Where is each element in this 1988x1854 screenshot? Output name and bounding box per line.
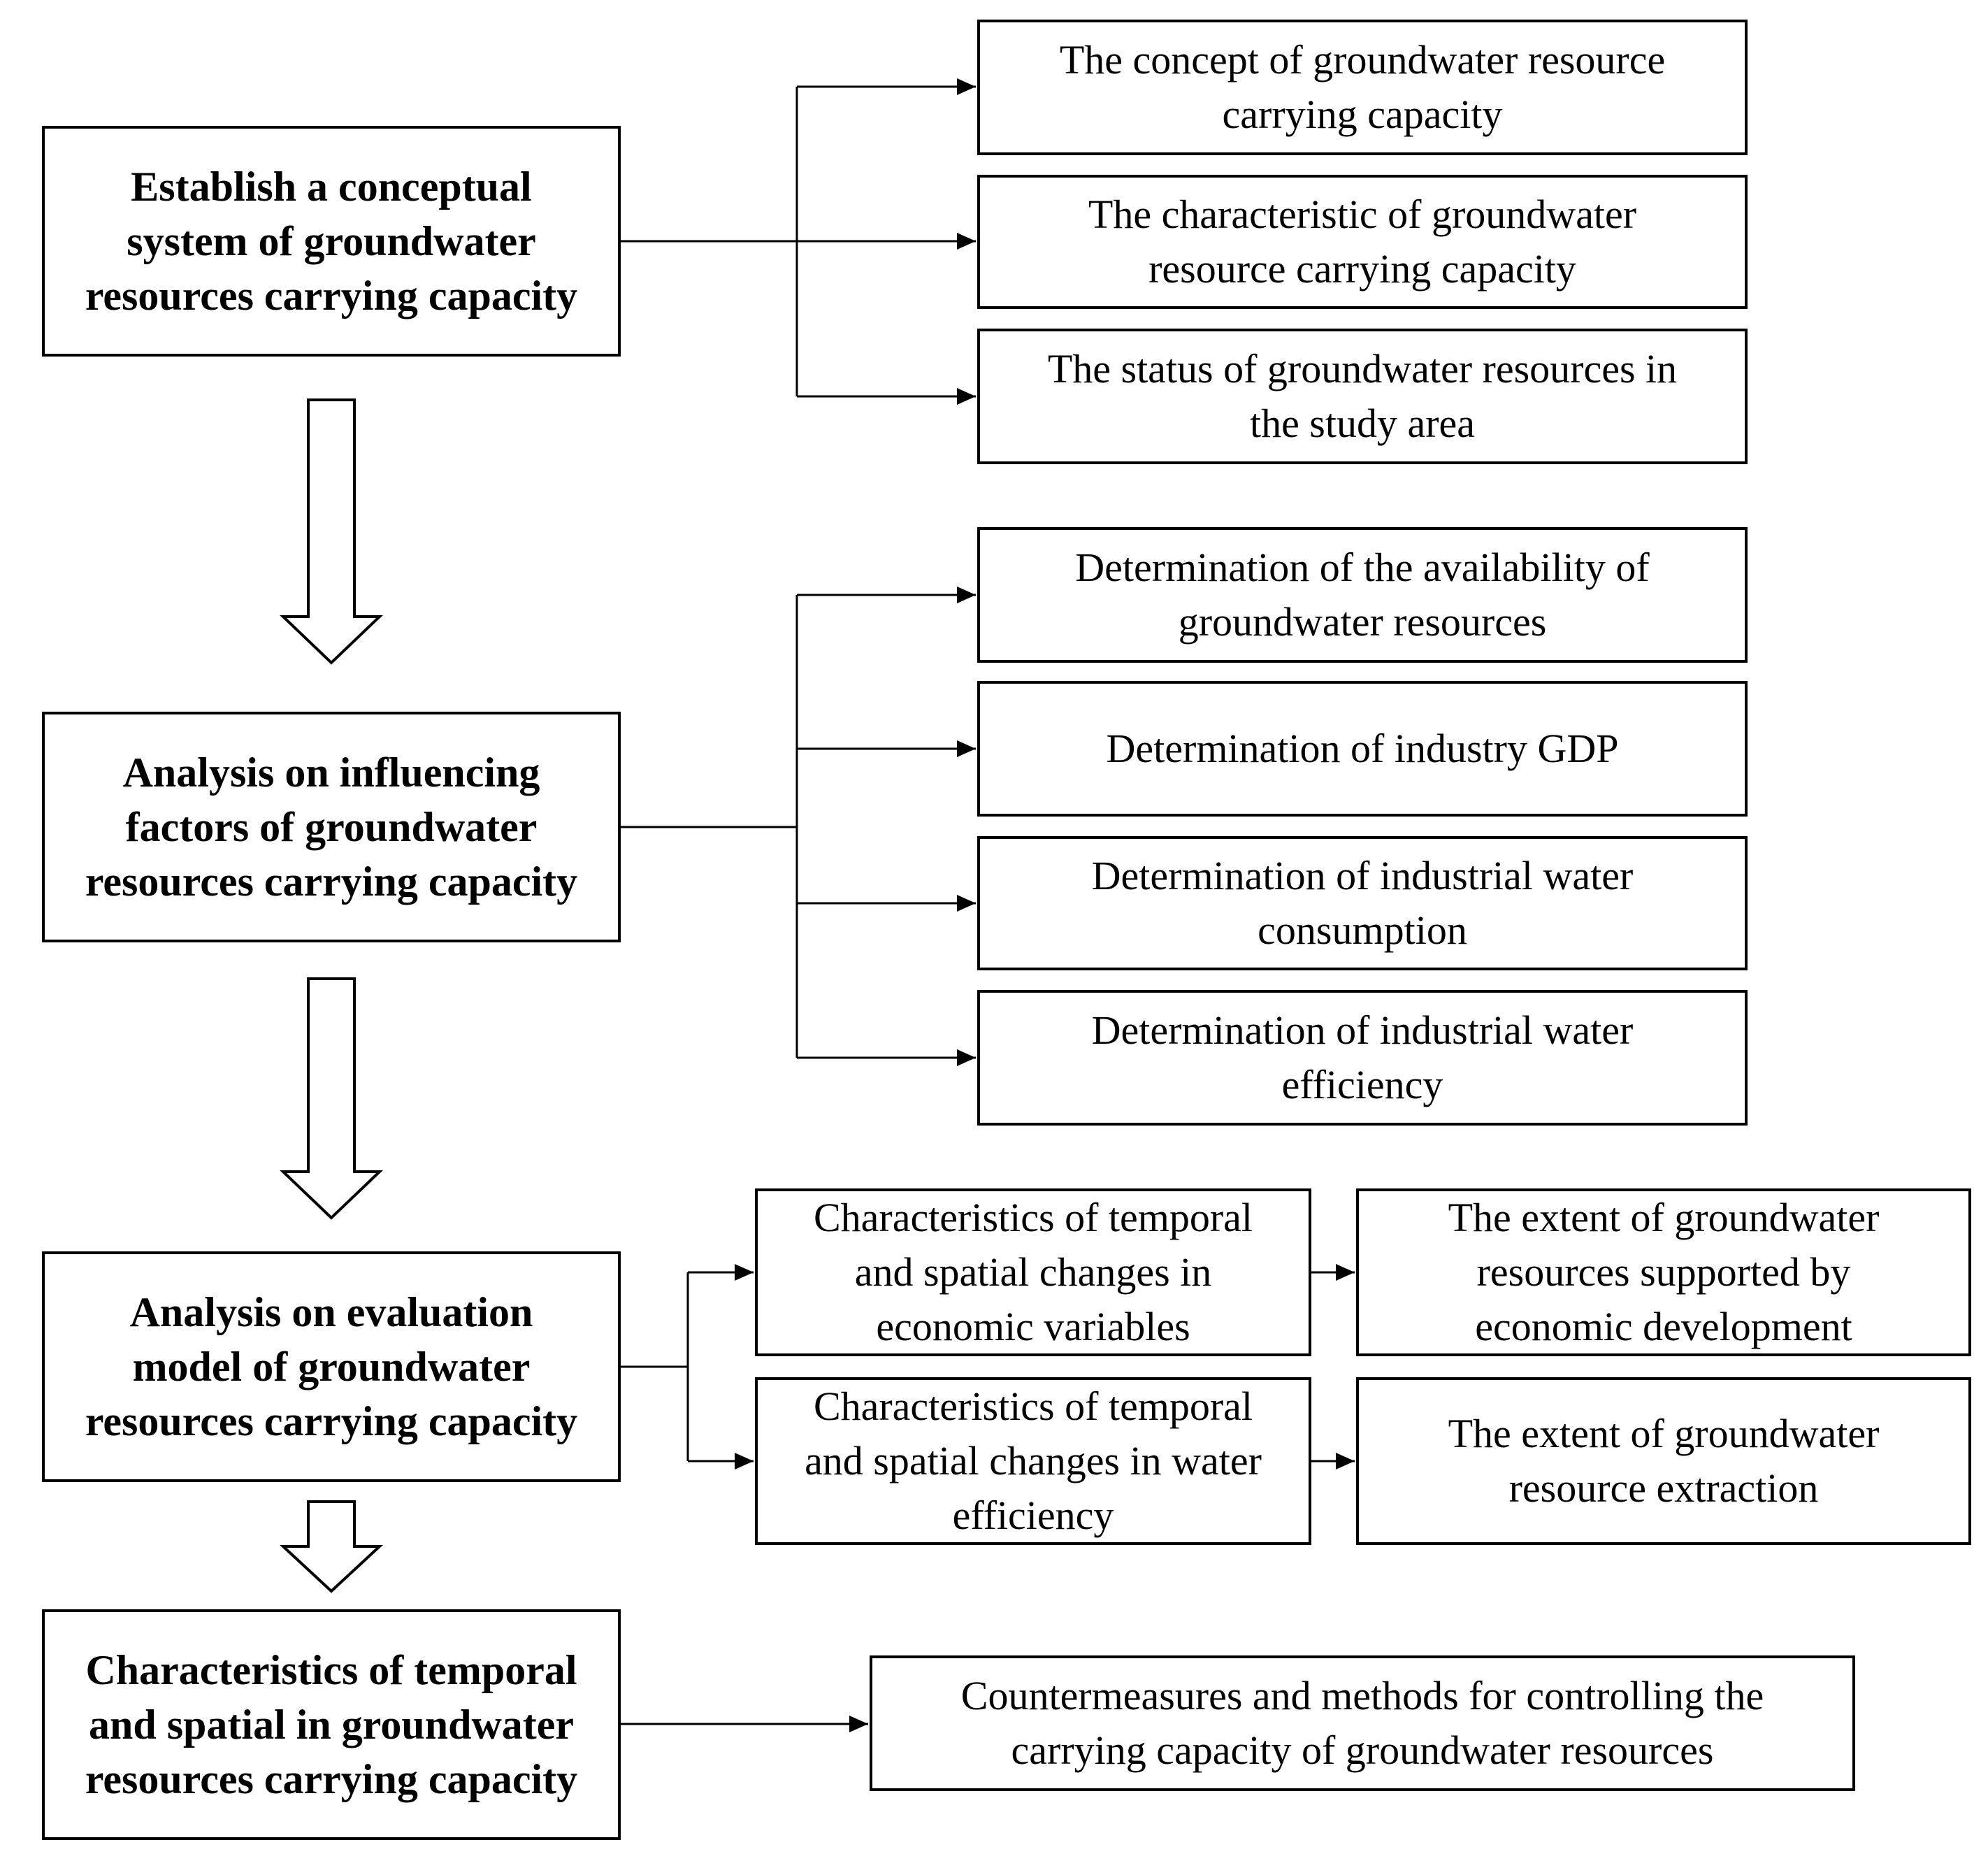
item-label-line: The concept of groundwater resource bbox=[1059, 37, 1666, 82]
result-box-extraction: The extent of groundwater resource extrac… bbox=[1356, 1377, 1971, 1545]
item-label-line: and spatial changes in water bbox=[805, 1438, 1262, 1483]
item-box-water-efficiency-changes: Characteristics of temporal and spatial c… bbox=[755, 1377, 1311, 1545]
item-label-line: the study area bbox=[1249, 401, 1476, 446]
result-label-line: resources supported by bbox=[1476, 1249, 1851, 1295]
item-label-line: Characteristics of temporal bbox=[813, 1195, 1253, 1240]
item-label-line: The characteristic of groundwater bbox=[1088, 192, 1637, 237]
down-arrow bbox=[280, 398, 383, 665]
item-label-line: carrying capacity of groundwater resourc… bbox=[1011, 1727, 1714, 1773]
down-arrow bbox=[280, 977, 383, 1220]
item-label-line: Determination of industrial water bbox=[1091, 1007, 1634, 1053]
stage-label-line: resources carrying capacity bbox=[85, 1398, 578, 1444]
item-box-characteristic: The characteristic of groundwater resourc… bbox=[977, 175, 1748, 309]
stage-box-influencing-factors: Analysis on influencing factors of ground… bbox=[42, 712, 621, 942]
item-label-line: Determination of the availability of bbox=[1075, 545, 1650, 590]
stage-label-line: and spatial in groundwater bbox=[88, 1702, 575, 1748]
stage-box-evaluation-model: Analysis on evaluation model of groundwat… bbox=[42, 1251, 621, 1482]
item-label-line: carrying capacity bbox=[1222, 92, 1503, 137]
item-label-line: efficiency bbox=[1281, 1062, 1443, 1107]
result-label-line: resource extraction bbox=[1508, 1465, 1819, 1511]
item-label-line: efficiency bbox=[952, 1493, 1114, 1538]
item-label-line: groundwater resources bbox=[1178, 599, 1547, 645]
result-label-line: The extent of groundwater bbox=[1448, 1195, 1880, 1240]
stage-label-line: resources carrying capacity bbox=[85, 273, 578, 319]
stage-label-line: resources carrying capacity bbox=[85, 858, 578, 905]
item-box-countermeasures: Countermeasures and methods for controll… bbox=[870, 1655, 1855, 1791]
result-label-line: The extent of groundwater bbox=[1448, 1411, 1880, 1456]
item-box-concept: The concept of groundwater resource carry… bbox=[977, 20, 1748, 155]
item-label-line: resource carrying capacity bbox=[1148, 246, 1576, 292]
item-box-industry-gdp: Determination of industry GDP bbox=[977, 681, 1748, 817]
result-label-line: economic development bbox=[1475, 1304, 1852, 1349]
item-box-water-consumption: Determination of industrial water consump… bbox=[977, 836, 1748, 970]
item-box-status: The status of groundwater resources in th… bbox=[977, 329, 1748, 464]
item-label-line: economic variables bbox=[876, 1304, 1190, 1349]
item-label-line: Determination of industry GDP bbox=[1106, 726, 1619, 771]
stage-box-temporal-spatial: Characteristics of temporal and spatial i… bbox=[42, 1609, 621, 1840]
item-box-availability: Determination of the availability of grou… bbox=[977, 527, 1748, 663]
stage-label-line: Establish a conceptual bbox=[131, 164, 532, 210]
stage-label-line: Characteristics of temporal bbox=[85, 1647, 577, 1693]
item-label-line: consumption bbox=[1258, 907, 1467, 953]
result-box-economic-support: The extent of groundwater resources suppo… bbox=[1356, 1188, 1971, 1356]
item-label-line: Characteristics of temporal bbox=[813, 1384, 1253, 1429]
item-label-line: and spatial changes in bbox=[854, 1249, 1212, 1295]
item-label-line: Determination of industrial water bbox=[1091, 853, 1634, 898]
stage-label-line: resources carrying capacity bbox=[85, 1756, 578, 1802]
stage-label-line: factors of groundwater bbox=[125, 804, 538, 850]
stage-label-line: model of groundwater bbox=[132, 1344, 531, 1390]
stage-label-line: system of groundwater bbox=[127, 218, 536, 264]
stage-box-conceptual-system: Establish a conceptual system of groundwa… bbox=[42, 126, 621, 357]
stage-label-line: Analysis on evaluation bbox=[129, 1289, 533, 1335]
item-label-line: The status of groundwater resources in bbox=[1047, 346, 1678, 391]
item-box-water-efficiency: Determination of industrial water efficie… bbox=[977, 990, 1748, 1126]
down-arrow bbox=[279, 1500, 384, 1593]
item-box-economic-variables: Characteristics of temporal and spatial c… bbox=[755, 1188, 1311, 1356]
item-label-line: Countermeasures and methods for controll… bbox=[960, 1673, 1764, 1718]
stage-label-line: Analysis on influencing bbox=[122, 749, 540, 796]
